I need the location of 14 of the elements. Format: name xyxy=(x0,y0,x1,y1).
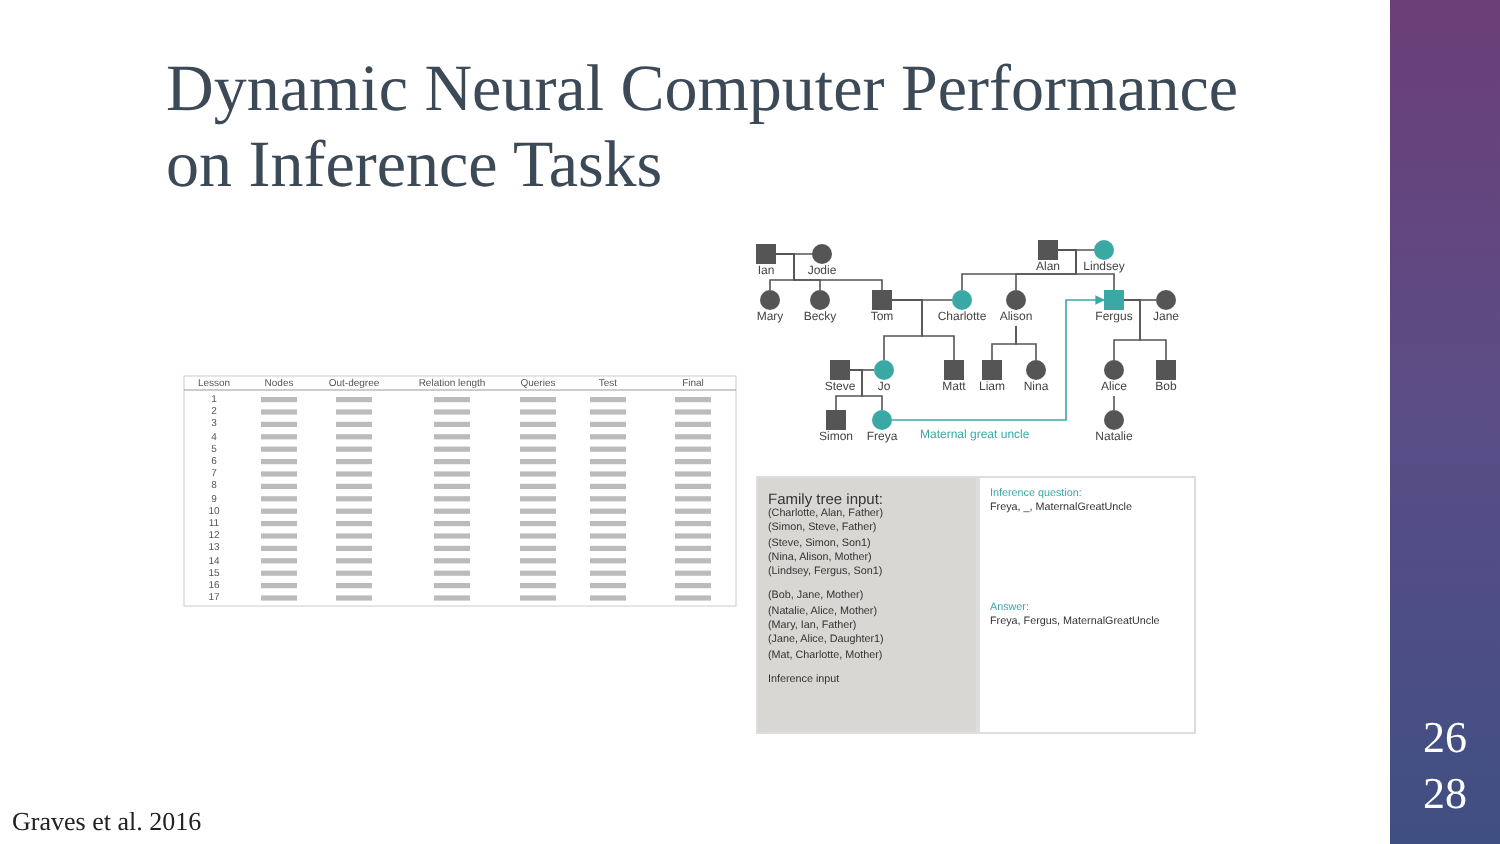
text-panel xyxy=(978,476,1196,734)
citation: Graves et al. 2016 xyxy=(12,806,202,838)
page-number: 28 xyxy=(1421,768,1469,820)
family-line xyxy=(1015,325,1037,361)
family-line xyxy=(891,299,955,361)
slide-title: Dynamic Neural Computer Performance on Inference Tasks xyxy=(166,52,1241,204)
family-line xyxy=(849,369,883,411)
text-panel xyxy=(756,476,978,734)
family-line xyxy=(1057,249,1115,291)
page-number: 26 xyxy=(1421,712,1469,764)
arrow xyxy=(891,295,1105,421)
family-line xyxy=(1123,299,1167,361)
family-line xyxy=(775,253,883,291)
family-line xyxy=(1113,395,1115,411)
